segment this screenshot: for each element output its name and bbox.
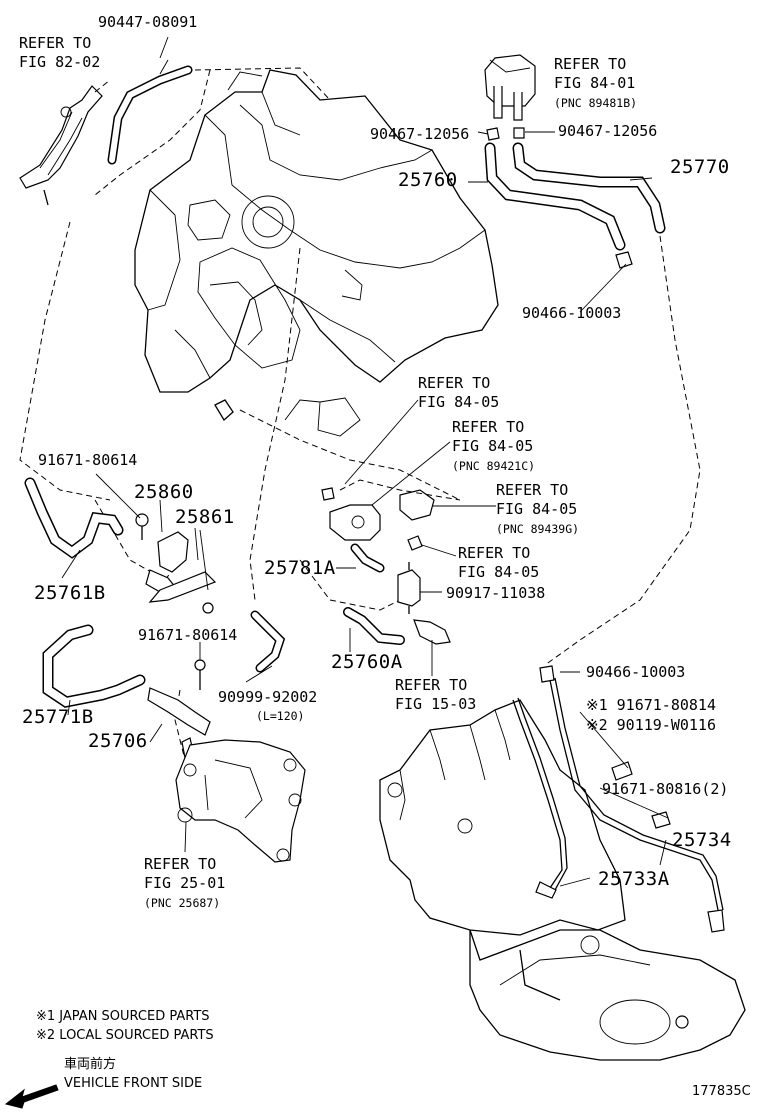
label-90467-12056-right: 90467-12056 — [558, 122, 658, 140]
label-text: (PNC 89421C) — [452, 459, 536, 473]
label-text: (PNC 89481B) — [554, 96, 638, 110]
label-text: FIG 15-03 — [395, 695, 477, 713]
label-25706: 25706 — [88, 730, 148, 752]
hose-90999-92002 — [250, 610, 286, 673]
label-90466-10003-bottom: 90466-10003 — [586, 663, 686, 681]
label-25771B: 25771B — [22, 706, 94, 728]
hose-25771B — [42, 624, 146, 708]
label-text: FIG 84-05 — [452, 437, 534, 455]
vsv-25860 — [135, 513, 217, 614]
label-text: REFER TO — [496, 481, 569, 499]
sensors-fig84-05 — [321, 479, 461, 551]
front-direction-arrow-icon — [4, 1084, 59, 1109]
pipe-25734 — [549, 677, 725, 933]
label-text: FIG 84-05 — [458, 563, 540, 581]
bolts-bottom-right — [539, 665, 671, 829]
label-text: REFER TO — [395, 676, 468, 694]
label-text: FIG 84-05 — [496, 500, 578, 518]
label-90447-08091: 90447-08091 — [98, 13, 198, 31]
label-text: (PNC 25687) — [144, 896, 221, 910]
label-25781A: 25781A — [264, 557, 336, 579]
pipe-25733A — [512, 697, 568, 899]
label-25861: 25861 — [175, 506, 235, 528]
label-text: FIG 82-02 — [19, 53, 101, 71]
vsv-fig84-01 — [484, 54, 536, 141]
label-text: REFER TO — [458, 544, 531, 562]
bracket-fig25-01 — [175, 739, 306, 863]
figure-id: 177835C — [692, 1084, 751, 1099]
label-25770: 25770 — [670, 156, 730, 178]
label-90917-11038: 90917-11038 — [446, 584, 546, 602]
label-text: REFER TO — [144, 855, 217, 873]
label-text: REFER TO — [554, 55, 627, 73]
note-local-sourced: ※2 LOCAL SOURCED PARTS — [36, 1028, 214, 1043]
label-25761B: 25761B — [34, 582, 106, 604]
hose-25761B — [24, 477, 124, 559]
label-25760: 25760 — [398, 169, 458, 191]
catalytic-converter — [379, 699, 746, 1061]
label-25760A: 25760A — [331, 651, 403, 673]
label-text: REFER TO — [418, 374, 491, 392]
label-91671-80614-bottom: 91671-80614 — [138, 626, 238, 644]
hose-90447-08091 — [107, 59, 193, 165]
label-text: (PNC 89439G) — [496, 522, 580, 536]
label-90999-92002: 90999-92002 — [218, 688, 318, 706]
label-text: FIG 84-01 — [554, 74, 636, 92]
note-japan-sourced: ※1 JAPAN SOURCED PARTS — [36, 1009, 210, 1024]
direction-label-en: VEHICLE FRONT SIDE — [64, 1076, 203, 1091]
label-91671-80814-japan: ※1 91671-80814 — [586, 696, 716, 714]
label-25733A: 25733A — [598, 868, 670, 890]
label-91671-80816: 91671-80816(2) — [602, 780, 729, 798]
leader-lines — [61, 36, 669, 887]
label-25734: 25734 — [672, 829, 732, 851]
label-91671-80614-top: 91671-80614 — [38, 451, 138, 469]
label-text: FIG 25-01 — [144, 874, 226, 892]
engine-block — [134, 67, 499, 437]
label-text: REFER TO — [452, 418, 525, 436]
direction-label-jp: 車両前方 — [64, 1057, 117, 1072]
label-25860: 25860 — [134, 481, 194, 503]
label-90119-W0116-local: ※2 90119-W0116 — [586, 716, 716, 734]
label-length-l120: (L=120) — [256, 709, 305, 723]
label-text: FIG 84-05 — [418, 393, 500, 411]
label-text: REFER TO — [19, 34, 92, 52]
filter-90917 — [350, 543, 421, 614]
label-90467-12056-left: 90467-12056 — [370, 125, 470, 143]
label-90466-10003-top: 90466-10003 — [522, 304, 622, 322]
bracket-fig82 — [19, 79, 111, 206]
hose-25760A — [343, 607, 451, 645]
hose-25760-25770 — [484, 142, 666, 269]
